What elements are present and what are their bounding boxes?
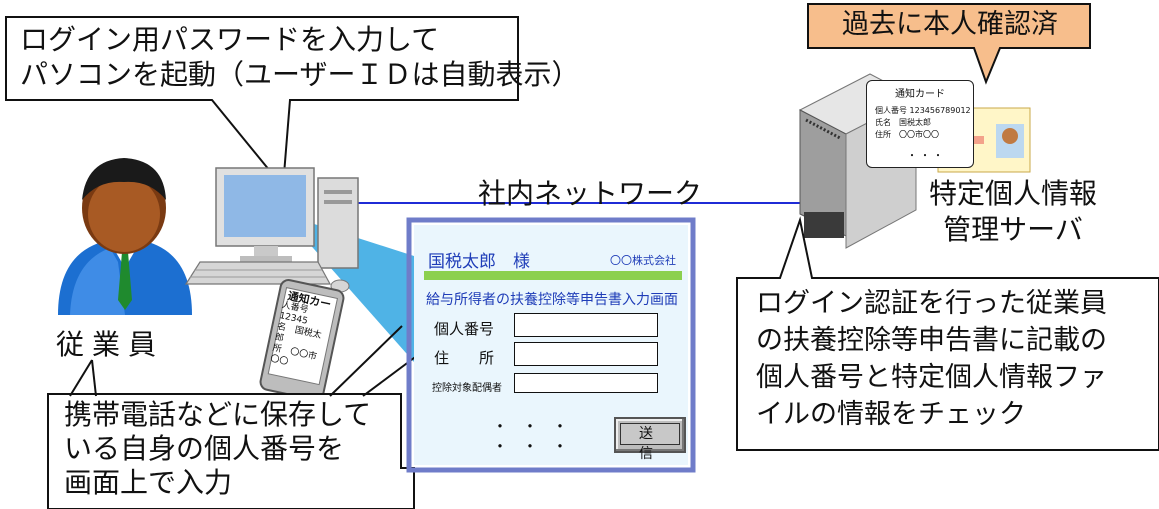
phone-callout-text: 携帯電話などに保存して いる自身の個人番号を 画面上で入力 [64, 398, 371, 500]
form-user-name: 国税太郎 様 [428, 252, 530, 272]
mobile-phone-icon [259, 279, 345, 401]
check-callout-text: ログイン認証を行った従業員 の扶養控除等申告書に記載の 個人番号と特定個人情報フ… [756, 285, 1107, 433]
card-line-address: 住所 〇〇市〇〇 [875, 130, 939, 139]
check-callout-line-4: イルの情報をチェック [756, 399, 1026, 430]
submit-button[interactable]: 送 信 [614, 417, 686, 462]
login-callout-bubble [5, 16, 519, 190]
form-dots-2: ・・・ [492, 437, 583, 456]
notification-card: 通知カード 個人番号 123456789012 氏名 国税太郎 住所 〇〇市〇〇… [866, 80, 974, 168]
check-callout-bubble [736, 216, 1159, 451]
check-callout-line-1: ログイン認証を行った従業員 [756, 288, 1107, 319]
submit-button-label: 送 信 [620, 423, 680, 462]
spouse-input[interactable] [514, 373, 658, 393]
login-callout-line-1: ログイン用パスワードを入力して [20, 23, 440, 56]
form-company-name: 〇〇株式会社 [610, 254, 676, 267]
card-title: 通知カード [895, 89, 945, 100]
check-callout-line-2: の扶養控除等申告書に記載の [756, 325, 1107, 356]
card-line-name: 氏名 国税太郎 [875, 118, 931, 127]
phone-callout-pointer-a [69, 359, 93, 397]
phone-pointer-line [329, 325, 403, 397]
form-title: 給与所得者の扶養控除等申告書入力画面 [426, 292, 678, 308]
screen-frame [406, 217, 696, 473]
phone-callout-line-2: いる自身の個人番号を [64, 432, 345, 465]
form-dots-1: ・・・ [492, 417, 583, 436]
card-dots: ・・・ [907, 151, 946, 162]
server-label-line-2: 管理サーバ [943, 213, 1083, 246]
verified-callout-text: 過去に本人確認済 [842, 9, 1058, 40]
form-accent-bar [424, 271, 682, 280]
check-callout-line-3: 個人番号と特定個人情報ファ [756, 362, 1107, 393]
login-callout-text: ログイン用パスワードを入力して パソコンを起動（ユーザーＩＤは自動表示） [20, 22, 579, 92]
desktop-computer-icon [184, 167, 359, 293]
phone-callout-line-1: 携帯電話などに保存して [64, 398, 372, 431]
login-callout-line-2: パソコンを起動（ユーザーＩＤは自動表示） [20, 58, 580, 91]
employee-person-icon [58, 158, 192, 315]
address-input[interactable] [514, 342, 658, 366]
network-label: 社内ネットワーク [478, 177, 703, 210]
server-label-line-1: 特定個人情報 [928, 177, 1097, 210]
employee-label: 従業員 [56, 328, 165, 361]
form-screen: 国税太郎 様 〇〇株式会社 給与所得者の扶養控除等申告書入力画面 個人番号 住 … [414, 225, 688, 465]
field-label-spouse: 控除対象配偶者 [432, 383, 502, 394]
verified-callout-bubble [807, 3, 1091, 85]
phone-callout-line-3: 画面上で入力 [64, 466, 233, 499]
phone-callout-pointer-b [91, 359, 97, 397]
number-input[interactable] [514, 313, 658, 337]
field-label-address: 住 所 [434, 349, 495, 367]
card-line-number: 個人番号 123456789012 [875, 106, 971, 115]
field-label-number: 個人番号 [434, 320, 495, 338]
server-label: 特定個人情報 管理サーバ [926, 176, 1100, 248]
